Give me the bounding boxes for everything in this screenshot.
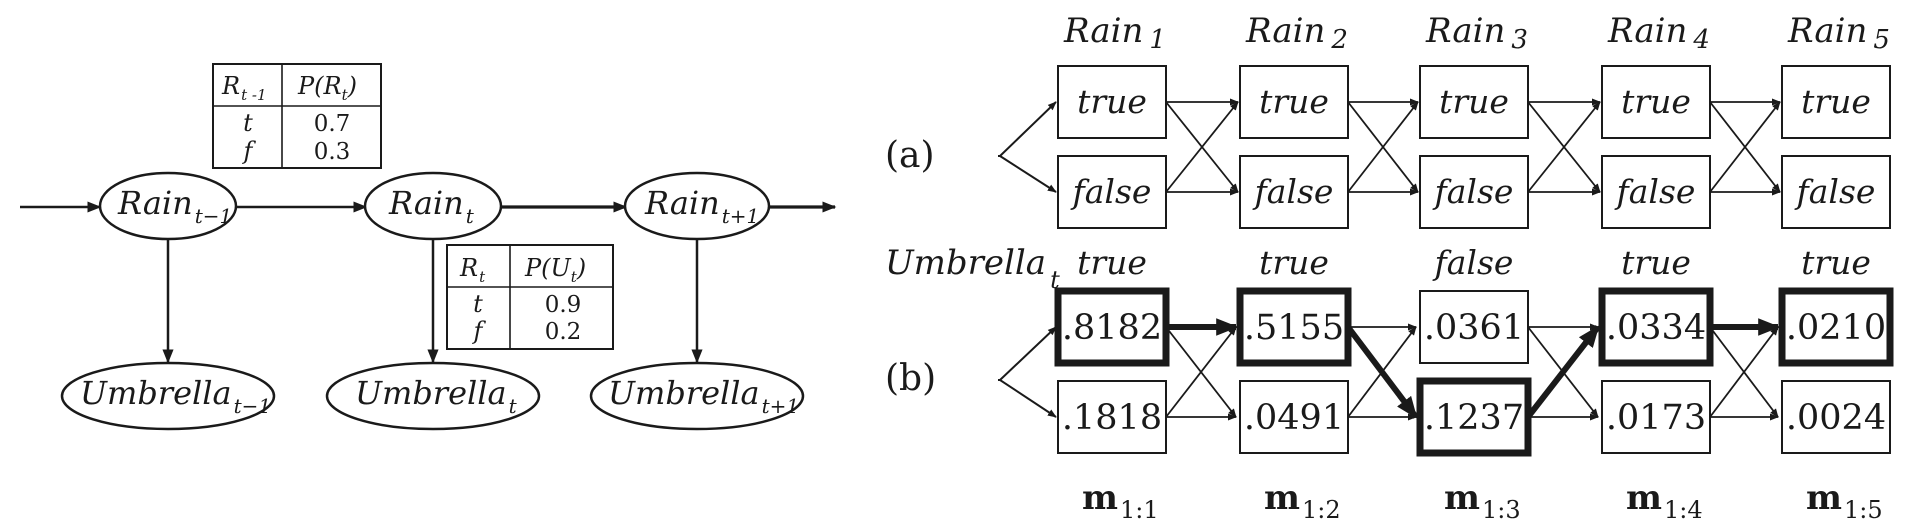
transition-table-r1: t (243, 109, 253, 137)
m-label-4: m1:4 (1626, 478, 1703, 524)
m-label-5: m1:5 (1806, 478, 1883, 524)
state-box-true-1 (1057, 65, 1167, 139)
state-false-label-2: false (1252, 172, 1334, 211)
message-value-top-4: .0334 (1606, 308, 1706, 348)
message-value-top-1: .8182 (1062, 308, 1162, 348)
message-value-bottom-1: .1818 (1062, 398, 1162, 438)
message-box-bottom-2 (1239, 380, 1349, 454)
transition-table-p1: 0.7 (314, 111, 351, 137)
state-false-label-4: false (1614, 172, 1696, 211)
sensor-table-p2: 0.2 (545, 319, 582, 345)
state-true-label-5: true (1801, 82, 1871, 121)
sensor-table-col1: Rt (459, 254, 486, 286)
trans-b-2-10 (1347, 326, 1417, 418)
state-box-false-2 (1239, 155, 1349, 229)
trans-b-1-10 (1165, 326, 1237, 418)
m-label-3: m1:3 (1444, 478, 1521, 524)
bayes-network (20, 171, 837, 431)
node-umb-next-shape (589, 361, 805, 431)
message-box-bottom-5 (1781, 380, 1891, 454)
transition-table: Rt -1 P(Rt) t f 0.7 0.3 (212, 63, 382, 169)
node-umb-t-shape (325, 361, 541, 431)
node-umb-prev-shape (60, 361, 276, 431)
message-value-bottom-4: .0173 (1606, 398, 1706, 438)
state-box-false-3 (1419, 155, 1529, 229)
init-arrow-b-top (999, 326, 1057, 381)
init-arrow-a-top (999, 101, 1057, 157)
sensor-table: Rt P(Ut) t f 0.9 0.2 (446, 244, 614, 350)
message-value-bottom-2: .0491 (1244, 398, 1344, 438)
trans-a-1-10 (1165, 101, 1239, 193)
message-value-top-5: .0210 (1786, 308, 1886, 348)
state-true-label-1: true (1077, 82, 1147, 121)
state-false-label-3: false (1432, 172, 1514, 211)
state-false-label-5: false (1794, 172, 1876, 211)
state-true-label-3: true (1439, 82, 1509, 121)
message-box-bottom-1 (1057, 380, 1167, 454)
node-rain-t-shape (363, 171, 503, 241)
trans-b-3-10 (1525, 325, 1601, 419)
message-box-top-1 (1054, 287, 1170, 367)
trans-a-4-10 (1709, 101, 1781, 193)
message-box-bottom-4 (1601, 380, 1711, 454)
message-box-top-4 (1598, 287, 1714, 367)
state-box-true-2 (1239, 65, 1349, 139)
trans-a-2-10 (1347, 101, 1419, 193)
observation-4: true (1621, 243, 1691, 282)
state-box-false-4 (1601, 155, 1711, 229)
label-b: (b) (885, 358, 936, 399)
transition-table-p2: 0.3 (314, 139, 351, 165)
state-box-true-4 (1601, 65, 1711, 139)
message-value-bottom-5: .0024 (1786, 398, 1886, 438)
observation-5: true (1801, 243, 1871, 282)
m-label-1: m1:1 (1082, 478, 1159, 524)
message-value-bottom-3: .1237 (1424, 398, 1524, 438)
observation-3: false (1432, 243, 1514, 282)
state-false-label-1: false (1070, 172, 1152, 211)
message-value-top-3: .0361 (1424, 308, 1524, 348)
sensor-table-col2: P(Ut) (524, 254, 586, 286)
m-label-2: m1:2 (1264, 478, 1341, 524)
trans-a-3-10 (1527, 101, 1601, 193)
message-box-top-2 (1236, 287, 1352, 367)
sensor-table-r1: t (473, 290, 483, 318)
message-value-top-2: .5155 (1244, 308, 1344, 348)
observation-2: true (1259, 243, 1329, 282)
sensor-table-p1: 0.9 (545, 292, 582, 318)
state-true-label-4: true (1621, 82, 1691, 121)
message-box-top-5 (1778, 287, 1894, 367)
state-box-true-5 (1781, 65, 1891, 139)
init-arrow-b-bottom (999, 379, 1057, 418)
observation-1: true (1077, 243, 1147, 282)
message-box-bottom-3 (1416, 377, 1532, 457)
message-box-top-3 (1419, 290, 1529, 364)
node-rain-next-shape (623, 171, 771, 241)
label-a: (a) (885, 135, 935, 176)
state-box-true-3 (1419, 65, 1529, 139)
trans-b-4-10 (1709, 326, 1779, 418)
transition-table-col1: Rt -1 (221, 72, 267, 104)
state-true-label-2: true (1259, 82, 1329, 121)
state-box-false-5 (1781, 155, 1891, 229)
init-arrow-a-bottom (999, 155, 1057, 193)
transition-table-col2: P(Rt) (297, 72, 357, 104)
state-box-false-1 (1057, 155, 1167, 229)
node-rain-prev-shape (98, 171, 238, 241)
